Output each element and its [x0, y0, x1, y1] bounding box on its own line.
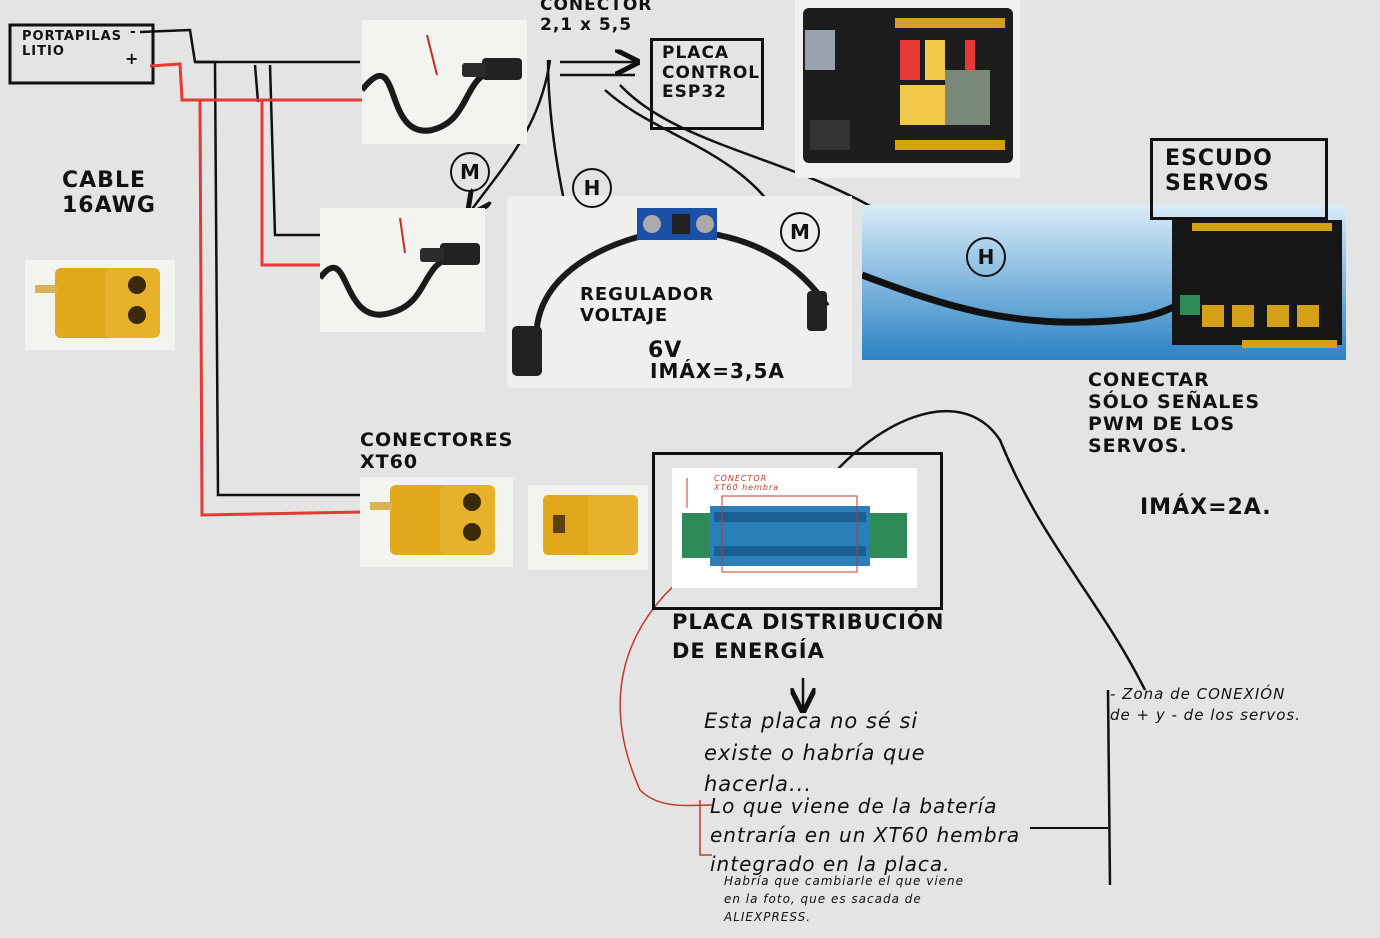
regulator-label: REGULADOR VOLTAJE	[580, 284, 715, 326]
connector-size-label: CONECTOR 2,1 x 5,5	[540, 0, 653, 35]
xt60-connector-photo-2	[360, 477, 513, 567]
m-circle-1: M	[450, 152, 490, 192]
battery-holder-box	[8, 23, 155, 85]
regulator-imax: IMÁX=3,5A	[650, 359, 785, 383]
servo-shield-label-box	[1150, 138, 1328, 220]
distribution-board-label: PLACA DISTRIBUCIÓN DE ENERGÍA	[672, 610, 945, 664]
xt60-label: CONECTORES XT60	[360, 429, 514, 473]
regulator-voltage: 6V	[648, 338, 683, 363]
distribution-board-box	[652, 452, 943, 610]
esp32-board-photo	[795, 0, 1020, 178]
xt60-connector-photo	[25, 260, 175, 350]
cable-label: CABLE 16AWG	[62, 168, 156, 219]
esp32-board-label: PLACA CONTROL ESP32	[662, 43, 761, 103]
note-main: Esta placa no sé si existe o habría que …	[704, 709, 926, 796]
connect-note: CONECTAR SÓLO SEÑALES PWM DE LOS SERVOS.	[1088, 369, 1261, 457]
m-circle-2: M	[780, 212, 820, 252]
servo-shield-label: ESCUDO SERVOS	[1165, 146, 1273, 197]
red-wires	[149, 62, 363, 517]
xt60-connector-photo-3	[528, 485, 648, 570]
dc-cable-photo	[362, 20, 527, 144]
h-circle-1: H	[572, 168, 612, 208]
battery-minus-label: -	[130, 24, 137, 40]
dc-cable-photo-2	[320, 208, 485, 332]
pcb-red-note: CONECTOR XT60 hembra	[714, 474, 780, 493]
black-wires	[139, 28, 362, 497]
esp32-label-box	[650, 38, 764, 130]
h-circle-2: H	[966, 237, 1006, 277]
note-battery: Lo que viene de la batería entraría en u…	[710, 794, 1021, 876]
connect-imax: IMÁX=2A.	[1140, 495, 1272, 520]
zone-note: - Zona de CONEXIÓN de + y - de los servo…	[1110, 685, 1301, 724]
distribution-board-photo	[672, 468, 917, 588]
voltage-regulator-photo	[507, 196, 852, 388]
battery-plus-label: +	[125, 49, 140, 68]
note-small: Habría que cambiarle el que viene en la …	[724, 874, 965, 924]
servo-shield-photo	[862, 205, 1346, 360]
battery-holder-label: PORTAPILAS LITIO	[22, 29, 122, 59]
